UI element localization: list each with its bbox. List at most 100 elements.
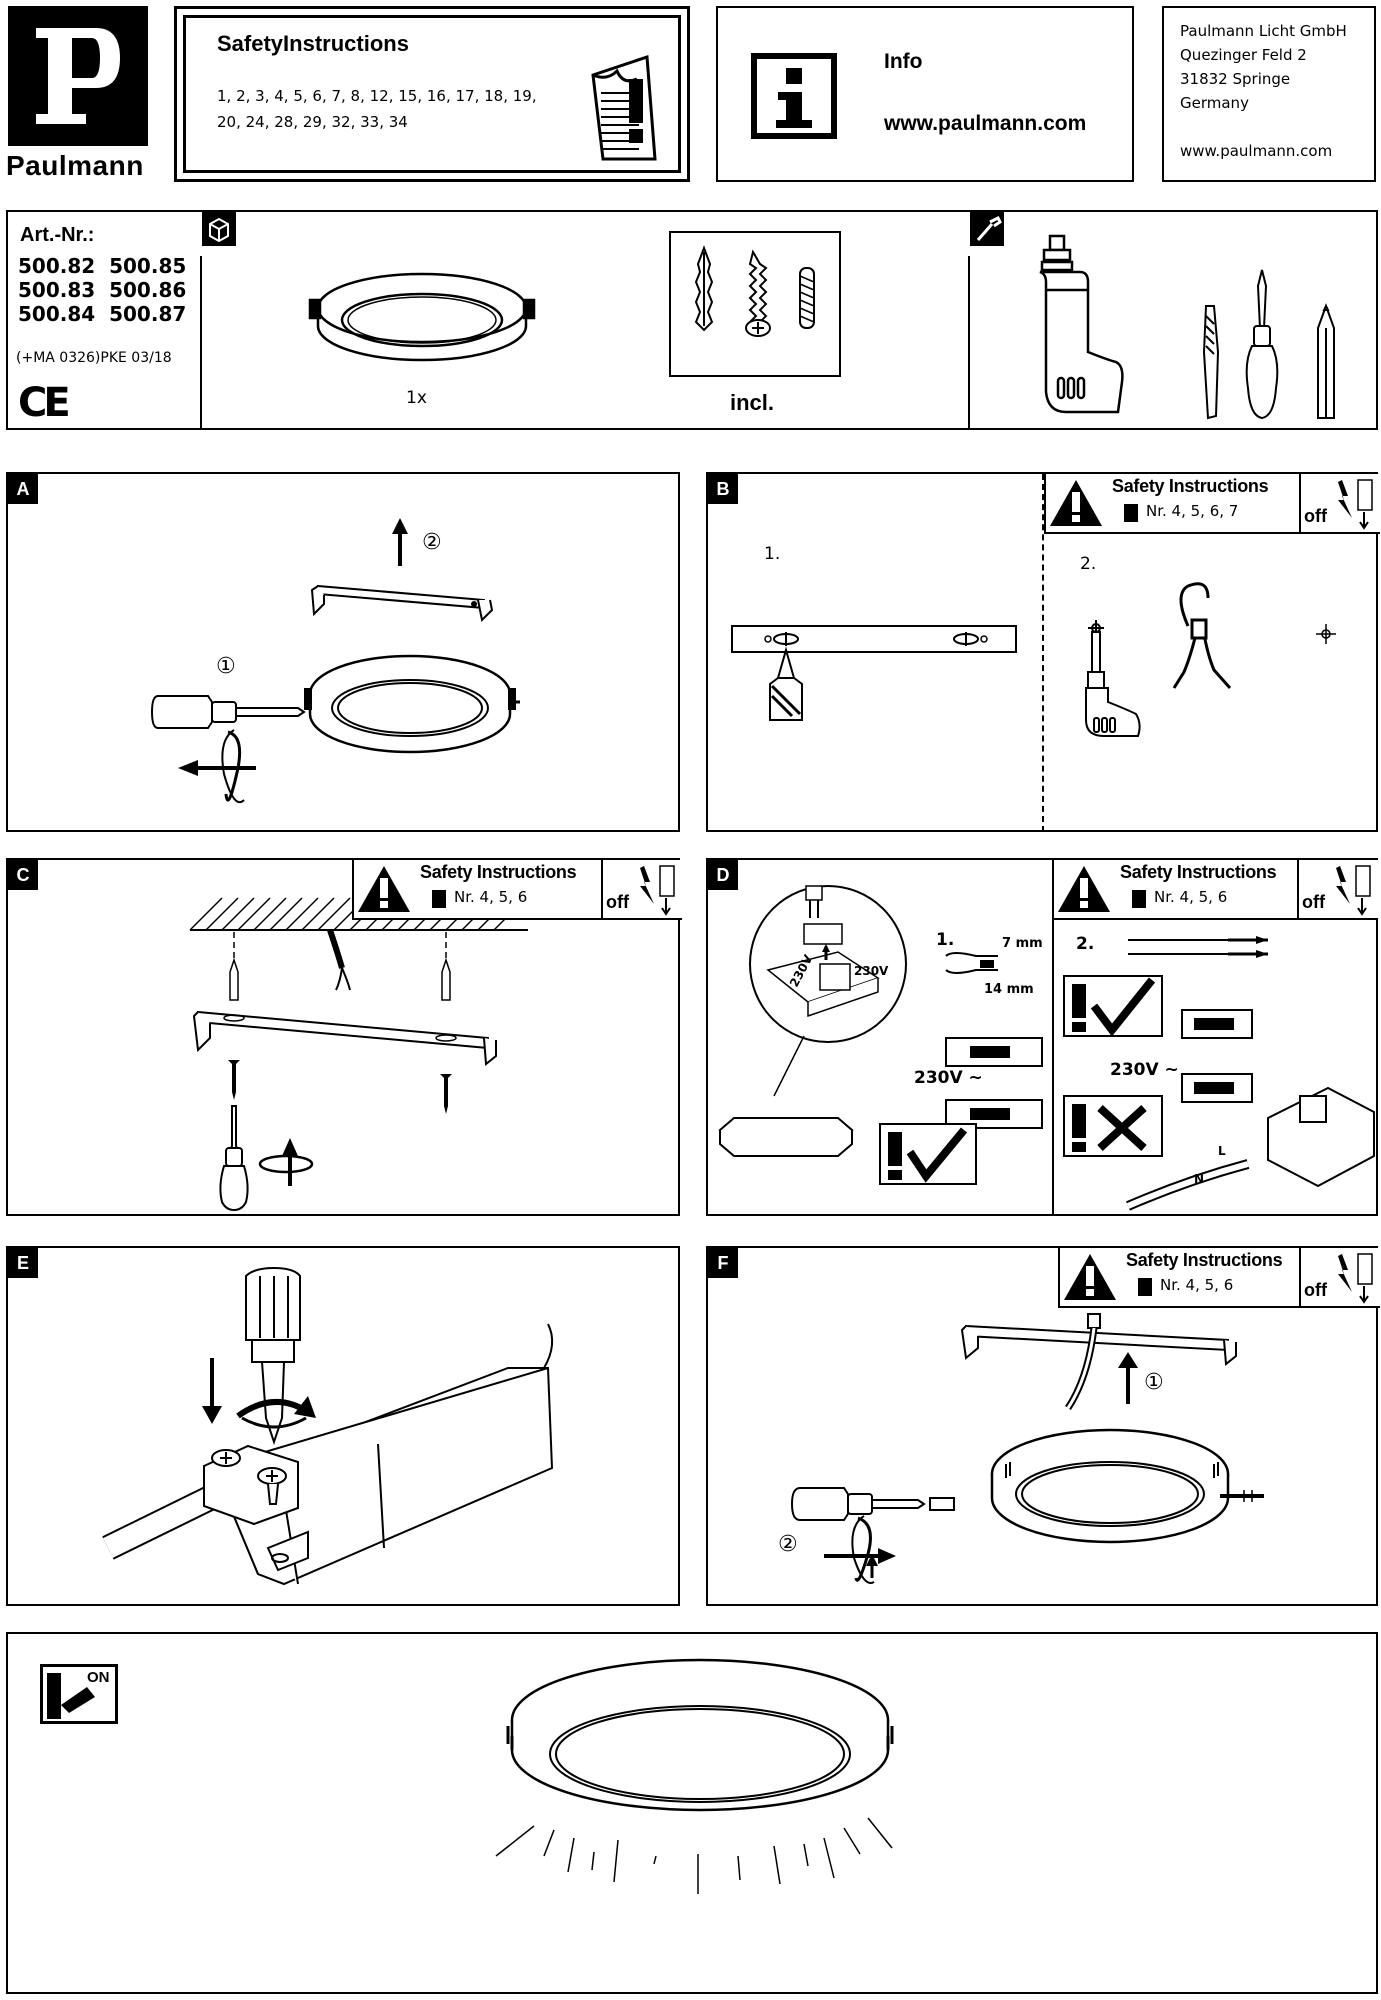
article-numbers-row1: 500.82 500.85 (18, 254, 187, 278)
divider (1052, 860, 1054, 1216)
drill-icon (1039, 234, 1124, 414)
article-row: Art.-Nr.: 500.82 500.85 500.83 500.86 50… (6, 210, 1378, 430)
panel-b: B 1. 2. (706, 472, 1380, 832)
panel-d-illustration (718, 885, 1375, 1211)
safety-title-b: Safety Instructions (1112, 476, 1269, 496)
safety-instructions-header: SafetyInstructions 1, 2, 3, 4, 5, 6, 7, … (174, 6, 690, 182)
lightning-icon (640, 866, 654, 904)
safety-numbers-c: Nr. 4, 5, 6 (454, 888, 528, 906)
safety-title-d: Safety Instructions (1120, 862, 1277, 882)
panel-on-illustration (495, 1658, 894, 1894)
marking-pencil-icon (769, 646, 803, 721)
safety-numbers-f: Nr. 4, 5, 6 (1160, 1276, 1234, 1294)
article-illustrations (202, 212, 1335, 420)
safety-numbers-b: Nr. 4, 5, 6, 7 (1146, 502, 1239, 520)
panel-f: F (706, 1246, 1380, 1606)
panel-label-d: D (708, 860, 738, 890)
on-label: ON (87, 1669, 110, 1686)
panel-d-voltage2: 230V (854, 964, 889, 978)
panel-d-dim2: 14 mm (984, 982, 1034, 997)
article-label: Art.-Nr.: (20, 224, 95, 246)
logo-p-icon (36, 28, 120, 124)
panel-d-voltage4: 230V ~ (1110, 1060, 1179, 1080)
panel-d-step1: 1. (936, 930, 955, 950)
dowel-icon (694, 245, 714, 332)
dashed-divider (1042, 474, 1044, 832)
safety-instructions-c: Safety Instructions Nr. 4, 5, 6 off (352, 860, 682, 920)
panel-on: ON (6, 1632, 1378, 1994)
off-label-f: off (1304, 1280, 1327, 1300)
address-line2: Quezinger Feld 2 (1180, 46, 1307, 64)
panel-d-wire-n: N (1194, 1172, 1205, 1186)
safety-numbers-line1: 1, 2, 3, 4, 5, 6, 7, 8, 12, 15, 16, 17, … (217, 87, 537, 105)
lightning-icon (1336, 866, 1350, 904)
safety-title-f: Safety Instructions (1126, 1250, 1283, 1270)
panel-a-illustration (150, 518, 520, 804)
panel-d-voltage3: 230V ~ (914, 1068, 983, 1088)
address-line4: Germany (1180, 94, 1249, 112)
panel-a-step1: ① (216, 654, 236, 679)
package-icon (202, 212, 236, 246)
safety-numbers-d: Nr. 4, 5, 6 (1154, 888, 1228, 906)
panel-c-illustration (189, 897, 528, 1212)
panel-f-step2: ② (778, 1532, 798, 1557)
anchor-plug-icon (799, 267, 815, 329)
panel-d: D (706, 858, 1378, 1216)
info-title: Info (884, 50, 923, 73)
panel-b-illustration (731, 582, 1336, 737)
safety-instructions-b: Safety Instructions Nr. 4, 5, 6, 7 off (1044, 474, 1380, 534)
panel-f-illustration (790, 1313, 1264, 1584)
article-numbers-row2: 500.83 500.86 (18, 278, 187, 302)
article-numbers-row3: 500.84 500.87 (18, 302, 187, 326)
lightning-icon (1338, 480, 1352, 518)
panel-b-step1: 1. (764, 544, 781, 564)
quantity-label: 1x (406, 388, 427, 408)
panel-d-step2: 2. (1076, 934, 1095, 954)
panel-e-illustration (102, 1266, 554, 1586)
divider (200, 256, 202, 430)
panel-a-step2: ② (422, 530, 442, 555)
screwdriver-icon (1245, 269, 1279, 420)
paulmann-logo (8, 6, 148, 146)
panel-label-b: B (708, 474, 738, 504)
address-line3: 31832 Springe (1180, 70, 1291, 88)
safety-numbers-line2: 20, 24, 28, 29, 32, 33, 34 (217, 113, 408, 131)
pencil-icon (1317, 303, 1335, 419)
divider (968, 256, 970, 430)
lightning-icon (1338, 1254, 1352, 1292)
off-label-c: off (606, 892, 629, 912)
address-line1: Paulmann Licht GmbH (1180, 22, 1347, 40)
address-box: Paulmann Licht GmbH Quezinger Feld 2 318… (1162, 6, 1376, 182)
safety-title-c: Safety Instructions (420, 862, 577, 882)
drill-icon (1085, 620, 1141, 737)
document-warning-icon (591, 54, 657, 161)
info-box: Info www.paulmann.com (716, 6, 1134, 182)
off-label-d: off (1302, 892, 1325, 912)
off-label-b: off (1304, 506, 1327, 526)
panel-label-e: E (8, 1248, 38, 1278)
crosshair-icon (1316, 624, 1336, 644)
article-code: (+MA 0326)PKE 03/18 (16, 350, 172, 366)
address-url: www.paulmann.com (1180, 142, 1333, 160)
panel-label-c: C (8, 860, 38, 890)
info-icon (751, 53, 837, 139)
panel-f-step1: ① (1144, 1370, 1164, 1395)
safety-instructions-f: Safety Instructions Nr. 4, 5, 6 off (1058, 1248, 1380, 1308)
safety-title: SafetyInstructions (217, 31, 409, 56)
panel-label-f: F (708, 1248, 738, 1278)
panel-d-wire-l: L (1218, 1144, 1226, 1158)
panel-e: E (6, 1246, 680, 1606)
light-rays (495, 1817, 893, 1894)
panel-a: A ② ① (6, 472, 680, 832)
safety-instructions-d: Safety Instructions Nr. 4, 5, 6 off (1054, 860, 1378, 920)
included-label: incl. (730, 390, 775, 415)
lamp-illustration (308, 272, 536, 362)
brand-name: Paulmann (6, 150, 144, 181)
info-url: www.paulmann.com (884, 112, 1087, 135)
drill-bit-icon (1202, 305, 1220, 420)
cable-icon (1172, 582, 1232, 689)
switch-on-icon: ON (40, 1664, 118, 1724)
panel-label-a: A (8, 474, 38, 504)
ce-mark: CE (18, 380, 71, 426)
tools-icon (970, 212, 1004, 246)
